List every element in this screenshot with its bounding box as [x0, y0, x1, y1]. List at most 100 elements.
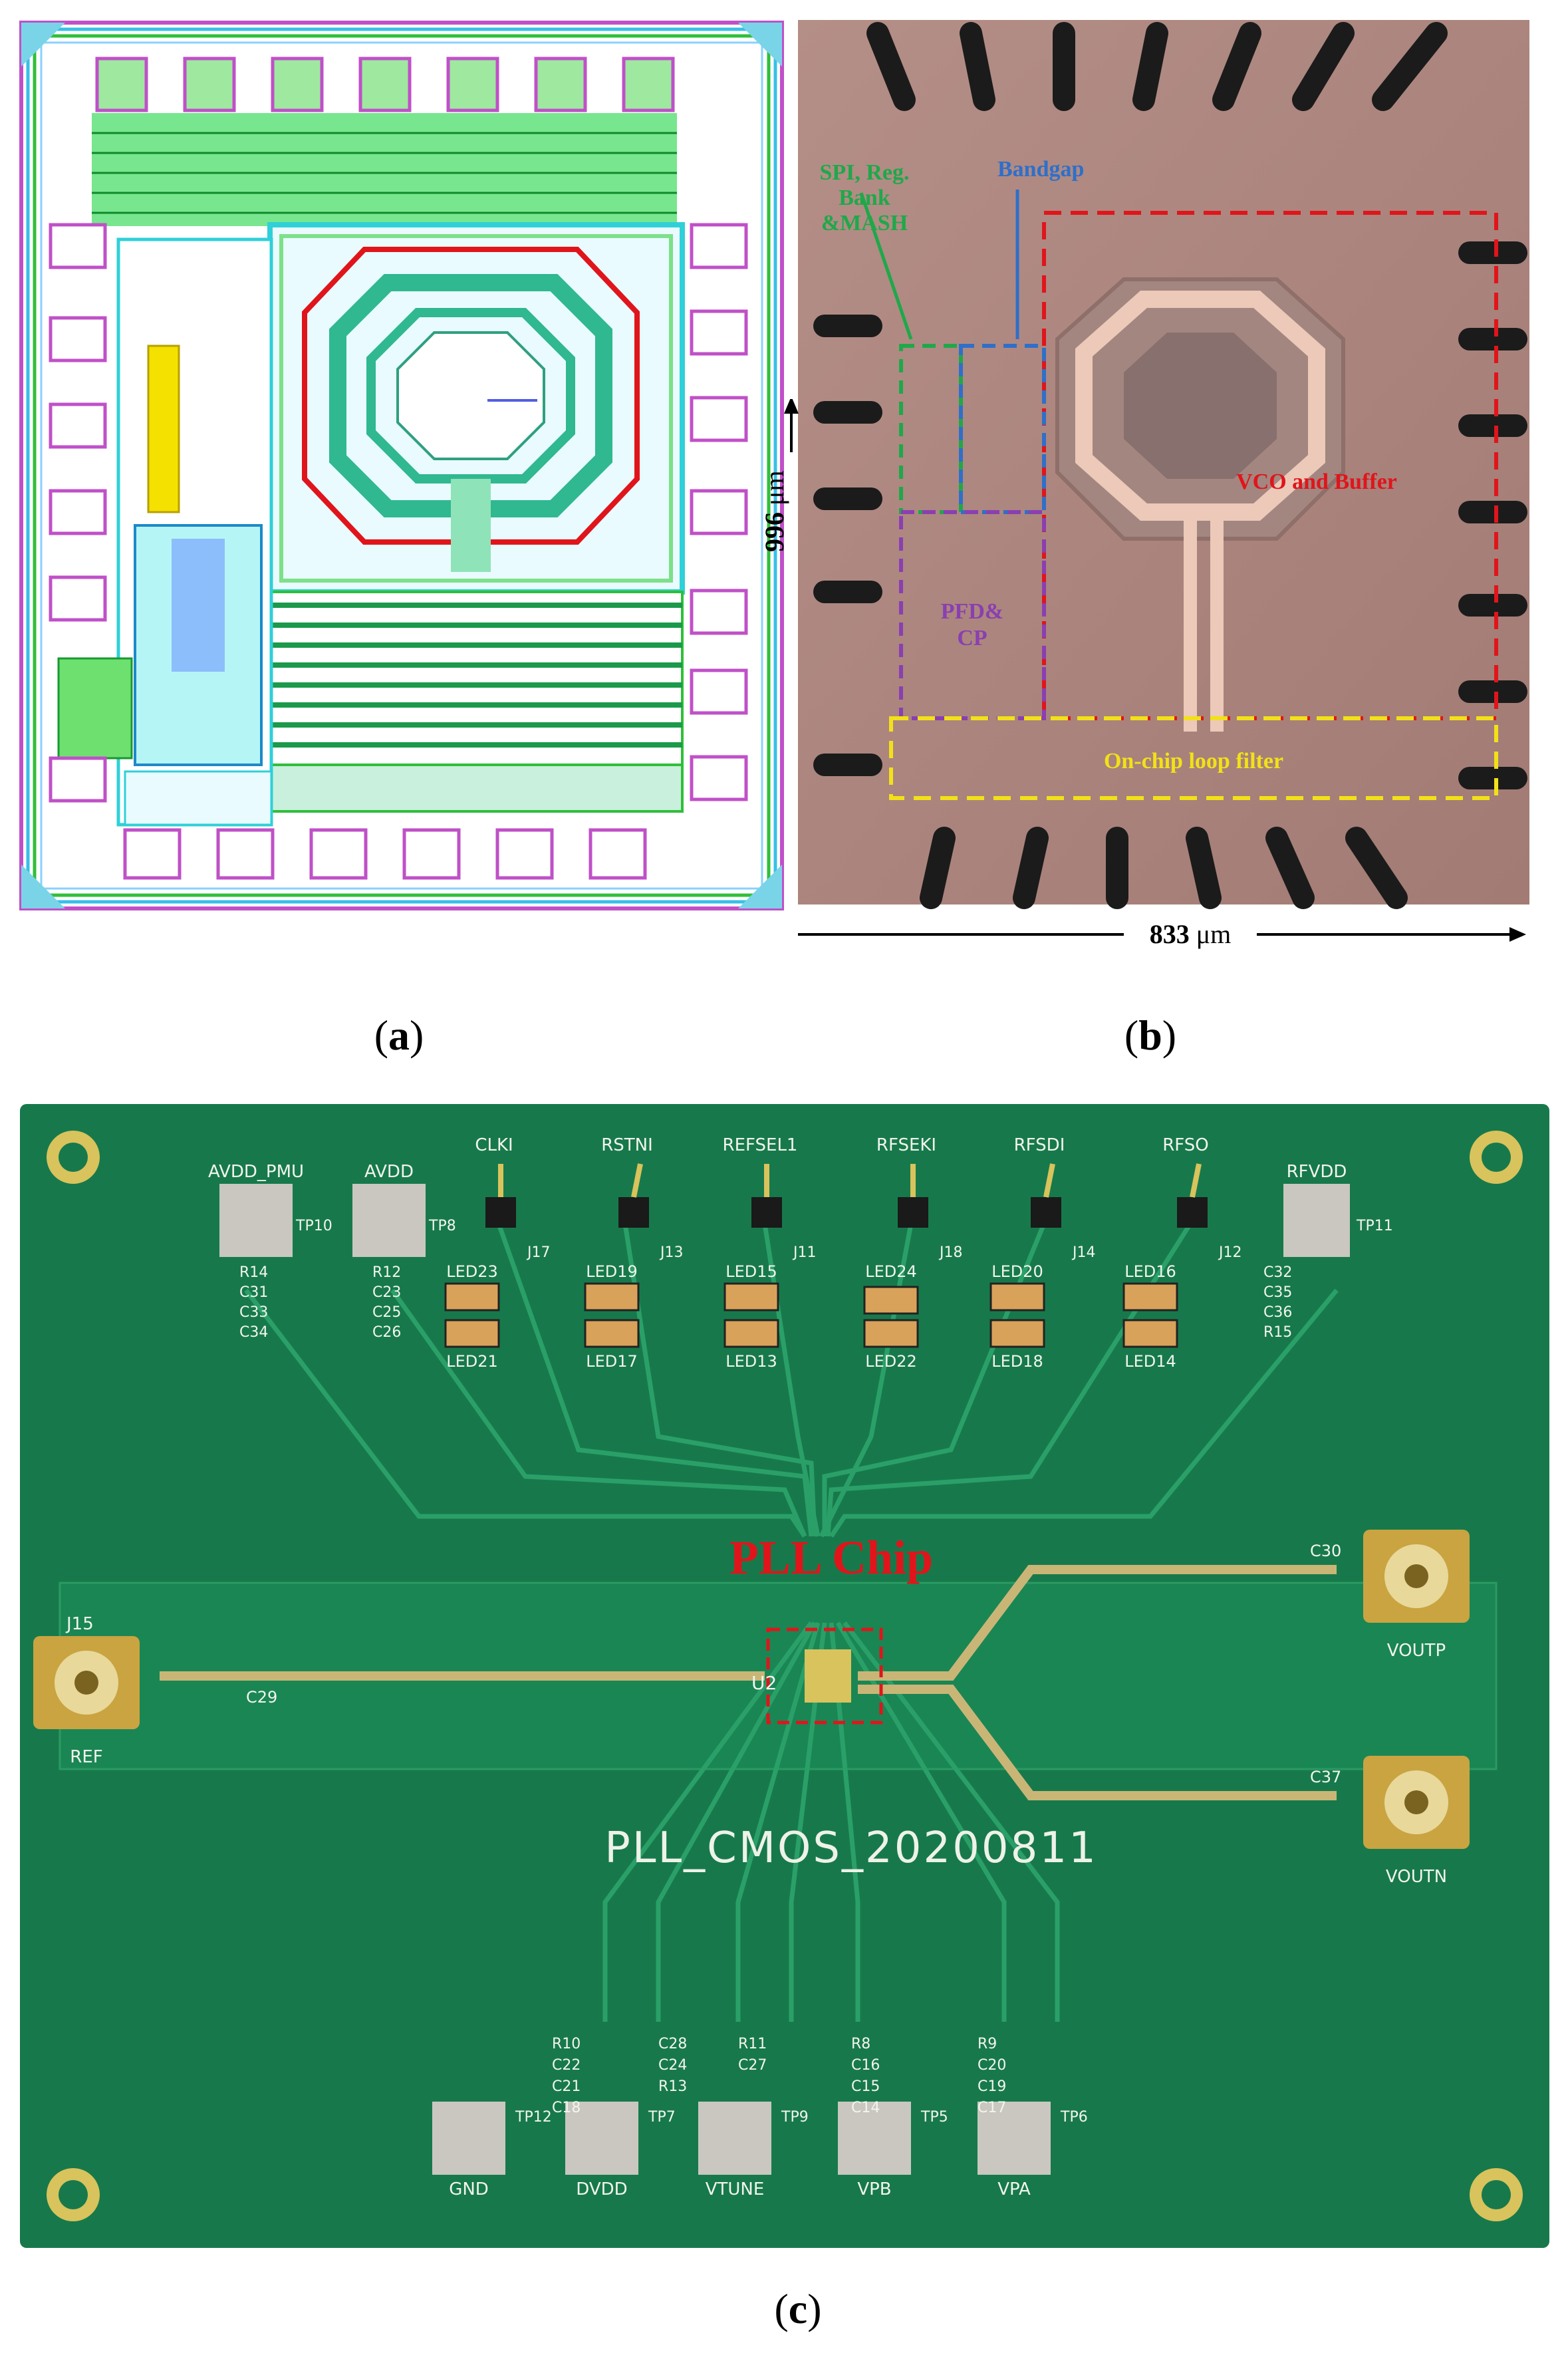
- header-label: REFSEL1: [723, 1135, 798, 1155]
- pad-top: [95, 57, 148, 112]
- layout-pads-bottom: [123, 828, 647, 880]
- led-label: LED14: [1124, 1352, 1176, 1371]
- top-pad-name: AVDD: [364, 1162, 414, 1182]
- die-photo-drawing: SPI, Reg.Bank&MASH Bandgap VCO and Buffe…: [795, 20, 1529, 942]
- panel-c-pcb: PLL Chip PLL_CMOS_20200811 U2 CLKI RSTNI R…: [20, 1104, 1549, 2248]
- die-inductor: [1075, 291, 1325, 521]
- height-label: 996 μm: [759, 470, 789, 552]
- header-ref: J14: [1071, 1244, 1095, 1261]
- loop-filter-label: On-chip loop filter: [1104, 749, 1283, 773]
- bond-wires: [813, 22, 1527, 909]
- loop-filter-box: [889, 716, 1498, 800]
- bottom-pad-name: VTUNE: [706, 2179, 765, 2199]
- led-label: LED18: [991, 1352, 1043, 1371]
- header-label: RFSO: [1162, 1135, 1209, 1155]
- width-label: 833 μm: [1124, 914, 1257, 954]
- bandgap-box: [959, 344, 1046, 514]
- pll-chip-box: [766, 1627, 883, 1725]
- cap-label: C32: [1263, 1264, 1292, 1281]
- caption-a: (a): [374, 1012, 424, 1059]
- header-label: RFSEKI: [876, 1135, 936, 1155]
- pll-chip-package: [805, 1649, 851, 1703]
- cap-label: C36: [1263, 1304, 1292, 1321]
- cap-label: C34: [239, 1324, 268, 1341]
- top-test-pads: [219, 1184, 1350, 1257]
- sma-cap: C30: [1310, 1542, 1341, 1560]
- inductor-winding: [329, 274, 612, 517]
- pll-chip-label: PLL Chip: [729, 1531, 933, 1584]
- pad-top: [622, 57, 675, 112]
- bottom-part-label: C22: [552, 2057, 581, 2074]
- pcb-title: PLL_CMOS_20200811: [604, 1824, 1098, 1873]
- bottom-part-label: C27: [738, 2057, 767, 2074]
- header-ref: J17: [526, 1244, 550, 1261]
- bottom-pad-name: VPA: [997, 2179, 1031, 2199]
- cap-label: C23: [372, 1284, 401, 1301]
- rf-traces: [160, 1565, 1337, 1800]
- sma-connectors: [33, 1530, 1470, 1849]
- led-label: LED17: [586, 1352, 638, 1371]
- led-label: LED24: [865, 1262, 917, 1281]
- sma-name: REF: [70, 1747, 102, 1767]
- u2-label: U2: [751, 1672, 777, 1694]
- pcb-drawing: PLL Chip PLL_CMOS_20200811 U2 CLKI RSTNI R…: [20, 1104, 1549, 2248]
- sma-name: VOUTN: [1386, 1867, 1447, 1887]
- header-label: RSTNI: [601, 1135, 653, 1155]
- bottom-part-label: C15: [851, 2078, 880, 2095]
- pad-top: [446, 57, 499, 112]
- pfd-cp-box: [899, 510, 1046, 720]
- header-label: CLKI: [475, 1135, 513, 1155]
- bottom-part-label: R10: [552, 2036, 581, 2052]
- bottom-pad-ref: TP7: [648, 2109, 676, 2126]
- bandgap-label: Bandgap: [997, 157, 1084, 182]
- panel-a-layout: [19, 20, 785, 911]
- led-label: LED19: [586, 1262, 638, 1281]
- bottom-part-label: R8: [851, 2036, 870, 2052]
- layout-pads-right: [690, 223, 748, 801]
- corner-bl: [21, 865, 65, 908]
- cap-label: R15: [1263, 1324, 1292, 1341]
- inductor-outer: [302, 247, 640, 545]
- bottom-pad-ref: TP12: [515, 2109, 552, 2126]
- caption-c: (c): [774, 2285, 822, 2332]
- bottom-part-label: C24: [658, 2057, 687, 2074]
- vco-buffer-label: VCO and Buffer: [1236, 470, 1397, 494]
- layout-pads-left: [49, 223, 107, 803]
- leds: [444, 1282, 1178, 1348]
- sma-cap: C37: [1310, 1768, 1341, 1786]
- header-ref: J11: [792, 1244, 816, 1261]
- led-label: LED22: [865, 1352, 917, 1371]
- led-label: LED15: [725, 1262, 777, 1281]
- pad-top: [183, 57, 236, 112]
- corner-tr: [738, 23, 782, 67]
- top-pad-ref: TP10: [295, 1218, 332, 1234]
- bottom-pad-name: VPB: [857, 2179, 891, 2199]
- cap-label: C31: [239, 1284, 268, 1301]
- corner-br: [738, 865, 782, 908]
- width-arrow-head: [1509, 927, 1526, 942]
- bottom-part-label: C17: [978, 2100, 1006, 2116]
- caption-b: (b): [1124, 1012, 1177, 1059]
- top-pad-ref: TP8: [428, 1218, 456, 1234]
- cap-label: C25: [372, 1304, 401, 1321]
- corner-tl: [21, 23, 65, 67]
- pad-top: [271, 57, 324, 112]
- cap-label: R12: [372, 1264, 401, 1281]
- bottom-part-label: C19: [978, 2078, 1006, 2095]
- bottom-part-label: C20: [978, 2057, 1006, 2074]
- led-label: LED16: [1124, 1262, 1176, 1281]
- bottom-pad-name: DVDD: [576, 2179, 627, 2199]
- cap-label: C26: [372, 1324, 401, 1341]
- cap-label: C33: [239, 1304, 268, 1321]
- bottom-part-label: C14: [851, 2100, 880, 2116]
- bottom-part-label: R9: [978, 2036, 997, 2052]
- top-pad-name: AVDD_PMU: [208, 1162, 304, 1182]
- header-ref: J18: [938, 1244, 962, 1261]
- cap-label: R14: [239, 1264, 268, 1281]
- bottom-pad-name: GND: [449, 2179, 489, 2199]
- panel-b-die-photo: SPI, Reg.Bank&MASH Bandgap VCO and Buffe…: [795, 20, 1529, 964]
- top-pad-name: RFVDD: [1287, 1162, 1347, 1182]
- pad-top: [534, 57, 587, 112]
- pfd-cp-label: PFD&CP: [941, 599, 1003, 650]
